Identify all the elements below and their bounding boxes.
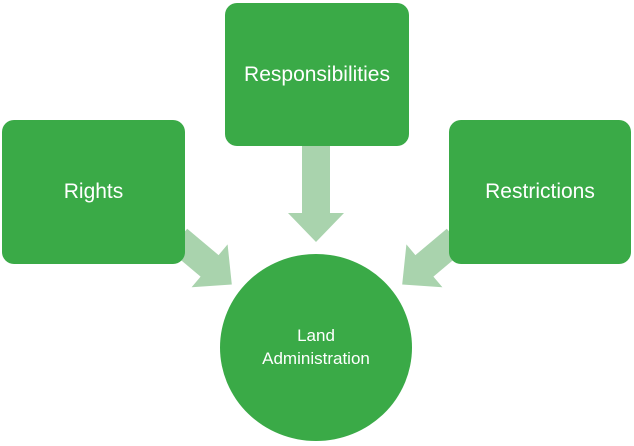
node-rights-label: Rights — [63, 180, 124, 203]
node-responsibilities: Responsibilities — [225, 3, 409, 146]
center-label-line2: Administration — [262, 348, 370, 368]
arrow-responsibilities-to-center — [288, 146, 344, 242]
node-land-administration: Land Administration — [220, 254, 412, 441]
node-land-administration-label: Land Administration — [262, 325, 370, 369]
node-responsibilities-label: Responsibilities — [244, 62, 390, 86]
node-rights: Rights — [2, 120, 185, 264]
node-restrictions: Restrictions — [449, 120, 631, 264]
center-label-line1: Land — [297, 326, 335, 346]
node-restrictions-label: Restrictions — [485, 180, 595, 203]
